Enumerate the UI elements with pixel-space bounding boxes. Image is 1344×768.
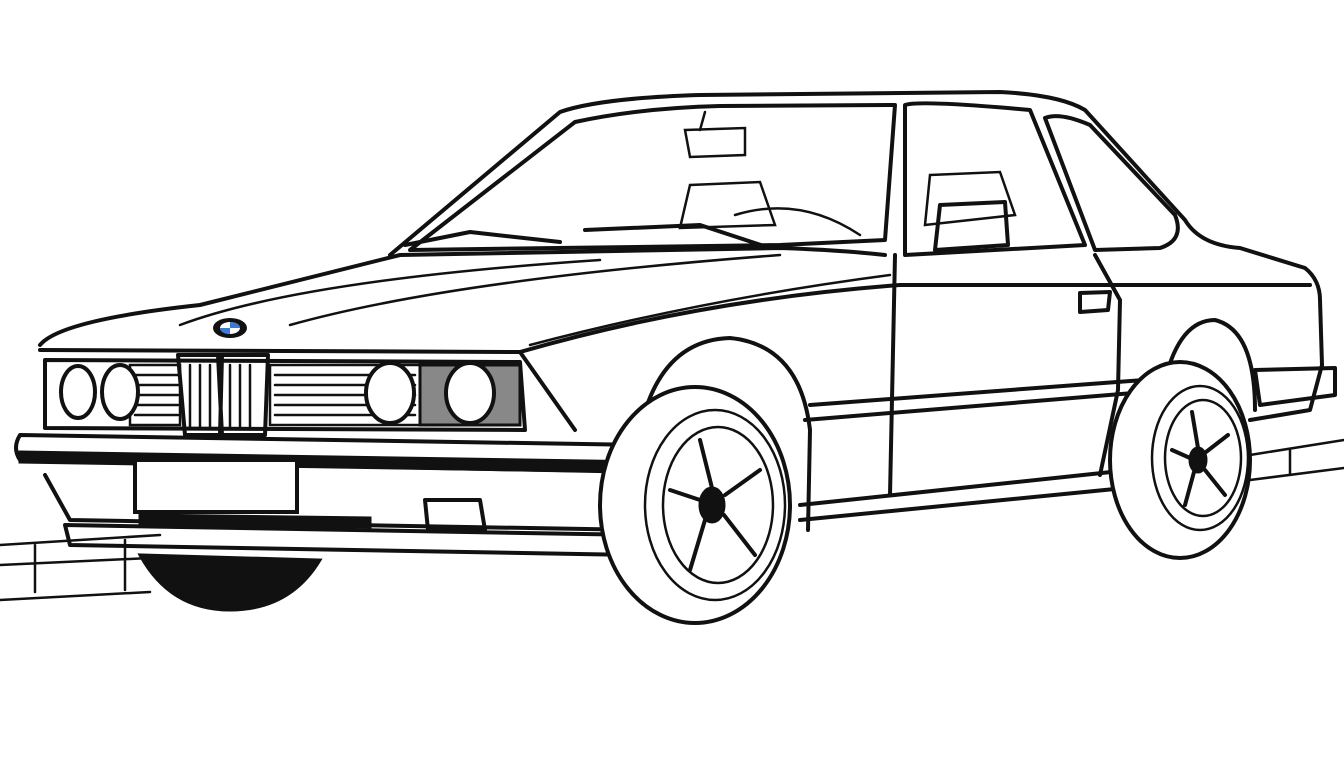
curb bbox=[0, 438, 1344, 602]
car-body bbox=[38, 90, 1337, 532]
license-plate bbox=[133, 458, 299, 514]
front-right-wheel bbox=[598, 385, 792, 625]
front-left-wheel bbox=[137, 553, 323, 612]
brand-logo-icon bbox=[213, 318, 247, 338]
headlight bbox=[59, 364, 97, 420]
rear-wheel bbox=[1108, 360, 1252, 560]
headlight bbox=[444, 361, 496, 425]
headlight bbox=[100, 363, 140, 421]
front-fascia bbox=[14, 318, 652, 557]
headlight bbox=[364, 361, 416, 425]
